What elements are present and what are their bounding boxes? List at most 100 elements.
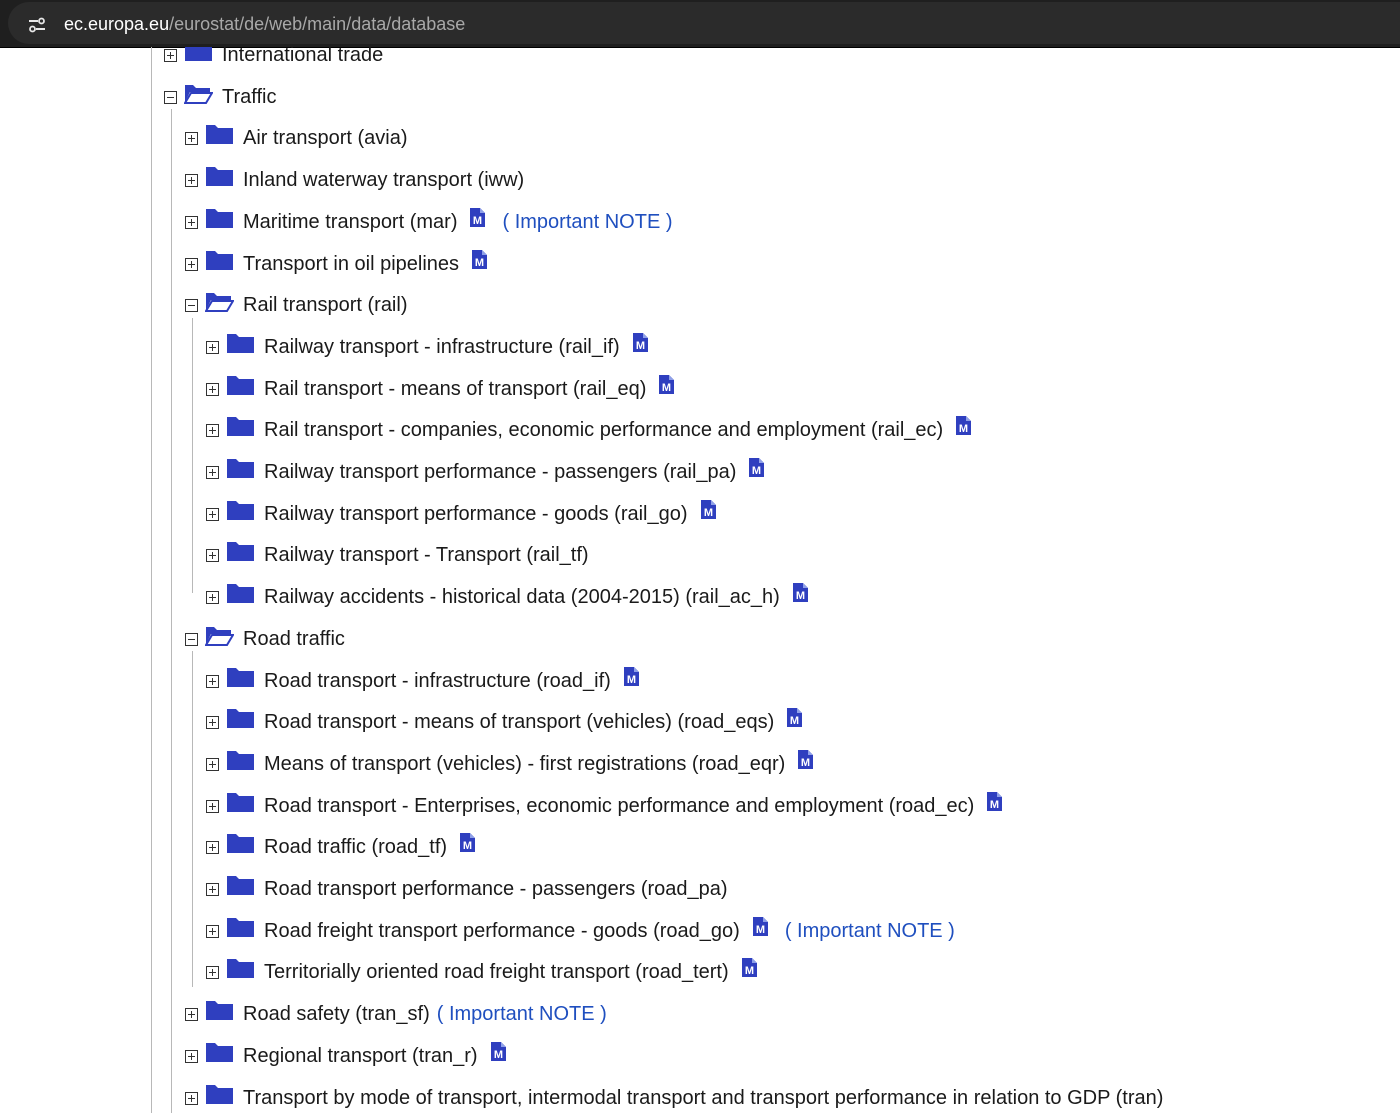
folder-icon	[227, 417, 254, 436]
tree-node-transport-in-oil-pipelines[interactable]: Transport in oil pipelines M	[185, 249, 488, 279]
tree-node-label[interactable]: Maritime transport (mar)	[243, 210, 458, 233]
tree-node-label[interactable]: Road transport performance - passengers …	[264, 877, 728, 900]
tree-node-rail-transport[interactable]: Rail transport (rail)	[185, 290, 407, 320]
metadata-icon[interactable]: M	[797, 749, 814, 770]
tree-node-rail-transport-means-of-transport[interactable]: Rail transport - means of transport (rai…	[206, 374, 675, 404]
tree-node-label[interactable]: Road safety (tran_sf)	[243, 1002, 430, 1025]
tree-node-road-safety[interactable]: Road safety (tran_sf) ( Important NOTE )	[185, 999, 607, 1029]
tree-node-railway-transport-performance-goods[interactable]: Railway transport performance - goods (r…	[206, 499, 717, 529]
tree-node-label[interactable]: Rail transport - means of transport (rai…	[264, 377, 647, 400]
collapse-toggle-icon[interactable]	[164, 90, 177, 104]
tree-node-road-traffic[interactable]: Road traffic (road_tf) M	[206, 832, 476, 862]
expand-toggle-icon[interactable]	[185, 215, 198, 229]
tree-node-label[interactable]: Road transport - Enterprises, economic p…	[264, 794, 975, 817]
metadata-icon[interactable]: M	[986, 791, 1003, 812]
metadata-icon[interactable]: M	[658, 374, 675, 395]
tree-node-international-trade[interactable]: International trade	[164, 47, 383, 70]
tree-node-road-transport-performance-passengers[interactable]: Road transport performance - passengers …	[206, 874, 728, 904]
metadata-icon[interactable]: M	[955, 415, 972, 436]
tree-node-label[interactable]: Railway transport performance - passenge…	[264, 460, 737, 483]
expand-toggle-icon[interactable]	[185, 131, 198, 145]
tree-node-rail-transport-companies-economic-performance-and-employment[interactable]: Rail transport - companies, economic per…	[206, 415, 972, 445]
expand-toggle-icon[interactable]	[206, 924, 219, 938]
metadata-icon[interactable]: M	[700, 499, 717, 520]
tree-node-label[interactable]: Railway transport performance - goods (r…	[264, 502, 688, 525]
tree-node-label[interactable]: Transport by mode of transport, intermod…	[243, 1086, 1164, 1109]
tree-node-label[interactable]: Road traffic	[243, 627, 345, 650]
expand-toggle-icon[interactable]	[206, 340, 219, 354]
expand-toggle-icon[interactable]	[206, 548, 219, 562]
expand-toggle-icon[interactable]	[185, 1049, 198, 1063]
expand-toggle-icon[interactable]	[185, 173, 198, 187]
tree-node-label[interactable]: Road transport - infrastructure (road_if…	[264, 669, 611, 692]
expand-toggle-icon[interactable]	[206, 382, 219, 396]
tree-node-railway-transport-infrastructure[interactable]: Railway transport - infrastructure (rail…	[206, 332, 649, 362]
tree-node-label[interactable]: Transport in oil pipelines	[243, 252, 460, 275]
metadata-icon[interactable]: M	[741, 957, 758, 978]
tree-node-road-freight-transport-performance-goods[interactable]: Road freight transport performance - goo…	[206, 916, 955, 946]
tree-node-label[interactable]: Air transport (avia)	[243, 126, 408, 149]
tree-node-railway-transport-performance-passengers[interactable]: Railway transport performance - passenge…	[206, 457, 765, 487]
tree-node-territorially-oriented-road-freight-transport[interactable]: Territorially oriented road freight tran…	[206, 957, 758, 987]
metadata-icon[interactable]: M	[786, 707, 803, 728]
metadata-icon[interactable]: M	[792, 582, 809, 603]
tree-node-regional-transport[interactable]: Regional transport (tran_r) M	[185, 1041, 507, 1071]
metadata-icon[interactable]: M	[459, 832, 476, 853]
tree-node-label[interactable]: Railway transport - infrastructure (rail…	[264, 335, 620, 358]
expand-toggle-icon[interactable]	[206, 840, 219, 854]
tree-node-label[interactable]: Traffic	[222, 85, 277, 108]
important-note-link[interactable]: ( Important NOTE )	[502, 210, 673, 233]
expand-toggle-icon[interactable]	[206, 799, 219, 813]
expand-toggle-icon[interactable]	[206, 590, 219, 604]
tree-node-road-transport-enterprises-economic-performance-and-employment[interactable]: Road transport - Enterprises, economic p…	[206, 791, 1003, 821]
metadata-icon[interactable]: M	[748, 457, 765, 478]
tree-node-road-transport-infrastructure[interactable]: Road transport - infrastructure (road_if…	[206, 666, 640, 696]
tree-node-label[interactable]: Regional transport (tran_r)	[243, 1044, 478, 1067]
tree-node-means-of-transport-first-registrations[interactable]: Means of transport (vehicles) - first re…	[206, 749, 814, 779]
tree-node-railway-accidents-historical-data[interactable]: Railway accidents - historical data (200…	[206, 582, 809, 612]
tree-node-inland-waterway-transport[interactable]: Inland waterway transport (iww)	[185, 165, 524, 195]
expand-toggle-icon[interactable]	[206, 882, 219, 896]
important-note-link[interactable]: ( Important NOTE )	[784, 919, 955, 942]
tree-node-label[interactable]: International trade	[222, 47, 384, 66]
expand-toggle-icon[interactable]	[206, 674, 219, 688]
metadata-icon[interactable]: M	[623, 666, 640, 687]
metadata-icon[interactable]: M	[469, 207, 486, 228]
tree-node-label[interactable]: Railway accidents - historical data (200…	[264, 585, 780, 608]
tree-node-label[interactable]: Road traffic (road_tf)	[264, 835, 448, 858]
collapse-toggle-icon[interactable]	[185, 632, 198, 646]
tree-node-label[interactable]: Road freight transport performance - goo…	[264, 919, 740, 942]
collapse-toggle-icon[interactable]	[185, 298, 198, 312]
metadata-icon[interactable]: M	[632, 332, 649, 353]
tree-node-traffic[interactable]: Traffic	[164, 82, 276, 112]
url-field[interactable]: ec.europa.eu/eurostat/de/web/main/data/d…	[8, 2, 1400, 44]
expand-toggle-icon[interactable]	[206, 507, 219, 521]
expand-toggle-icon[interactable]	[206, 715, 219, 729]
metadata-icon[interactable]: M	[752, 916, 769, 937]
expand-toggle-icon[interactable]	[164, 48, 177, 62]
tree-node-label[interactable]: Railway transport - Transport (rail_tf)	[264, 543, 589, 566]
tree-node-label[interactable]: Inland waterway transport (iww)	[243, 168, 525, 191]
expand-toggle-icon[interactable]	[206, 465, 219, 479]
expand-toggle-icon[interactable]	[185, 1091, 198, 1105]
expand-toggle-icon[interactable]	[206, 757, 219, 771]
expand-toggle-icon[interactable]	[185, 257, 198, 271]
expand-toggle-icon[interactable]	[206, 965, 219, 979]
tree-node-maritime-transport[interactable]: Maritime transport (mar) M ( Important NOT…	[185, 207, 673, 237]
important-note-link[interactable]: ( Important NOTE )	[436, 1002, 607, 1025]
metadata-icon[interactable]: M	[490, 1041, 507, 1062]
tree-node-label[interactable]: Rail transport - companies, economic per…	[264, 418, 944, 441]
metadata-icon[interactable]: M	[471, 249, 488, 270]
tree-node-transport-by-mode-of-transport-intermodal-transport-and-transport-performance-in-relation-to-gdp[interactable]: Transport by mode of transport, intermod…	[185, 1083, 1163, 1113]
expand-toggle-icon[interactable]	[185, 1007, 198, 1021]
tree-node-label[interactable]: Rail transport (rail)	[243, 293, 408, 316]
expand-toggle-icon[interactable]	[206, 423, 219, 437]
tree-node-road-transport-means-of-transport[interactable]: Road transport - means of transport (veh…	[206, 707, 803, 737]
tree-node-road-traffic[interactable]: Road traffic	[185, 624, 345, 654]
site-settings-icon[interactable]	[22, 10, 52, 40]
tree-node-label[interactable]: Road transport - means of transport (veh…	[264, 710, 775, 733]
tree-node-air-transport[interactable]: Air transport (avia)	[185, 123, 408, 153]
tree-node-railway-transport-transport[interactable]: Railway transport - Transport (rail_tf)	[206, 540, 589, 570]
tree-node-label[interactable]: Means of transport (vehicles) - first re…	[264, 752, 786, 775]
tree-node-label[interactable]: Territorially oriented road freight tran…	[264, 960, 729, 983]
